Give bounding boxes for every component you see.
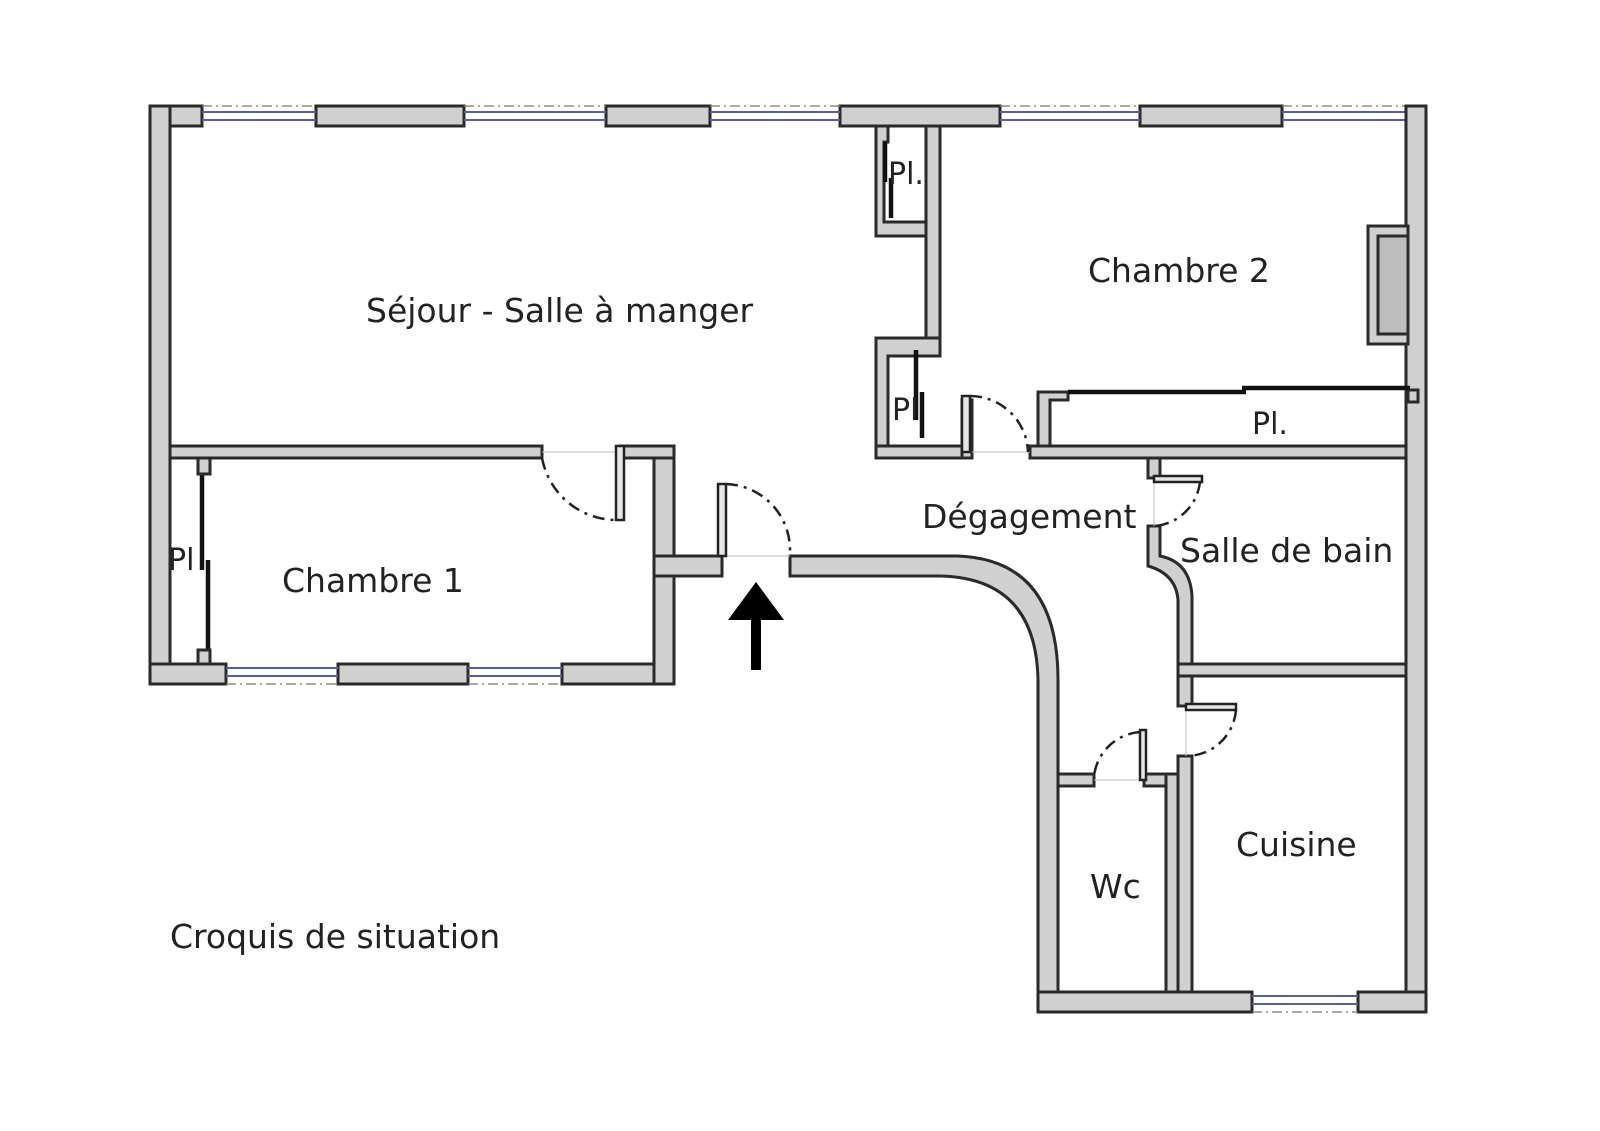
wall-left (148, 104, 172, 686)
wall-bottom-chambre1 (336, 662, 470, 686)
wall-curved-corridor (788, 554, 1060, 1014)
window-top (464, 105, 606, 121)
wall-bottom-wc (1036, 990, 1254, 1014)
wall-sejour-chambre2 (924, 124, 942, 358)
wall-wc-right (1164, 772, 1180, 994)
wall-top-pier (604, 104, 712, 128)
window-chambre1 (468, 667, 562, 685)
wall-chambre1-top-stub (618, 444, 676, 460)
door-entrance[interactable] (716, 482, 792, 558)
room-label-wc: Wc (1090, 867, 1141, 906)
door-chambre1[interactable] (540, 444, 626, 522)
closet-mid-wall (874, 336, 942, 448)
wall-sejour-chambre1 (168, 444, 544, 460)
door-wc[interactable] (1092, 728, 1148, 782)
closet-top-wall (874, 124, 928, 238)
door-chambre2[interactable] (960, 394, 1030, 454)
window-top (710, 105, 840, 121)
window-top (1000, 105, 1140, 121)
closet-label-chambre1: Pl (168, 543, 194, 578)
room-label-degagement: Dégagement (922, 497, 1136, 536)
wall-top-pier (838, 104, 1002, 128)
window-cuisine (1252, 995, 1358, 1013)
wall-bottom-cuisine (1356, 990, 1428, 1014)
door-cuisine[interactable] (1184, 702, 1238, 758)
window-top (202, 105, 316, 121)
wall-closet-chambre2-right (1406, 388, 1420, 404)
room-label-cuisine: Cuisine (1236, 825, 1357, 864)
closet-label-mid: Pl (892, 393, 918, 428)
door-salle-de-bain[interactable] (1152, 474, 1204, 528)
wall-chambre2-bottom (1028, 444, 1408, 460)
window-top (1282, 105, 1406, 121)
closet-chambre1-stub (196, 456, 212, 476)
wall-top-pier (1138, 104, 1284, 128)
closet-label-top: Pl. (888, 157, 924, 192)
wall-cuisine-left (1176, 674, 1194, 708)
sliding-door-pl-mid[interactable] (913, 350, 925, 438)
wall-wc-top (1056, 772, 1096, 788)
wall-bottom-chambre1 (148, 662, 228, 686)
sliding-door-pl-chambre1[interactable] (199, 474, 211, 652)
room-label-sejour: Séjour - Salle à manger (366, 291, 754, 330)
sliding-door-pl-chambre2[interactable] (1068, 385, 1410, 395)
chimney-inner (1376, 234, 1410, 336)
entrance-arrow-icon (728, 582, 784, 670)
window-chambre1 (226, 667, 338, 685)
room-label-chambre1: Chambre 1 (282, 561, 464, 600)
room-label-chambre2: Chambre 2 (1088, 251, 1270, 290)
wall-entrance-left (652, 554, 724, 578)
room-label-salle-de-bain: Salle de bain (1180, 531, 1393, 570)
wall-sdb-cuisine (1176, 662, 1408, 678)
wall-top-pier (314, 104, 466, 128)
plan-title: Croquis de situation (170, 917, 500, 956)
closet-chambre1-stub (196, 648, 212, 666)
wall-closet-chambre2 (1036, 390, 1070, 448)
wall-cuisine-left (1176, 754, 1194, 994)
wall-closet-bottom (874, 444, 968, 460)
sliding-door-pl-top[interactable] (882, 142, 894, 218)
closet-label-chambre2: Pl. (1252, 407, 1288, 442)
